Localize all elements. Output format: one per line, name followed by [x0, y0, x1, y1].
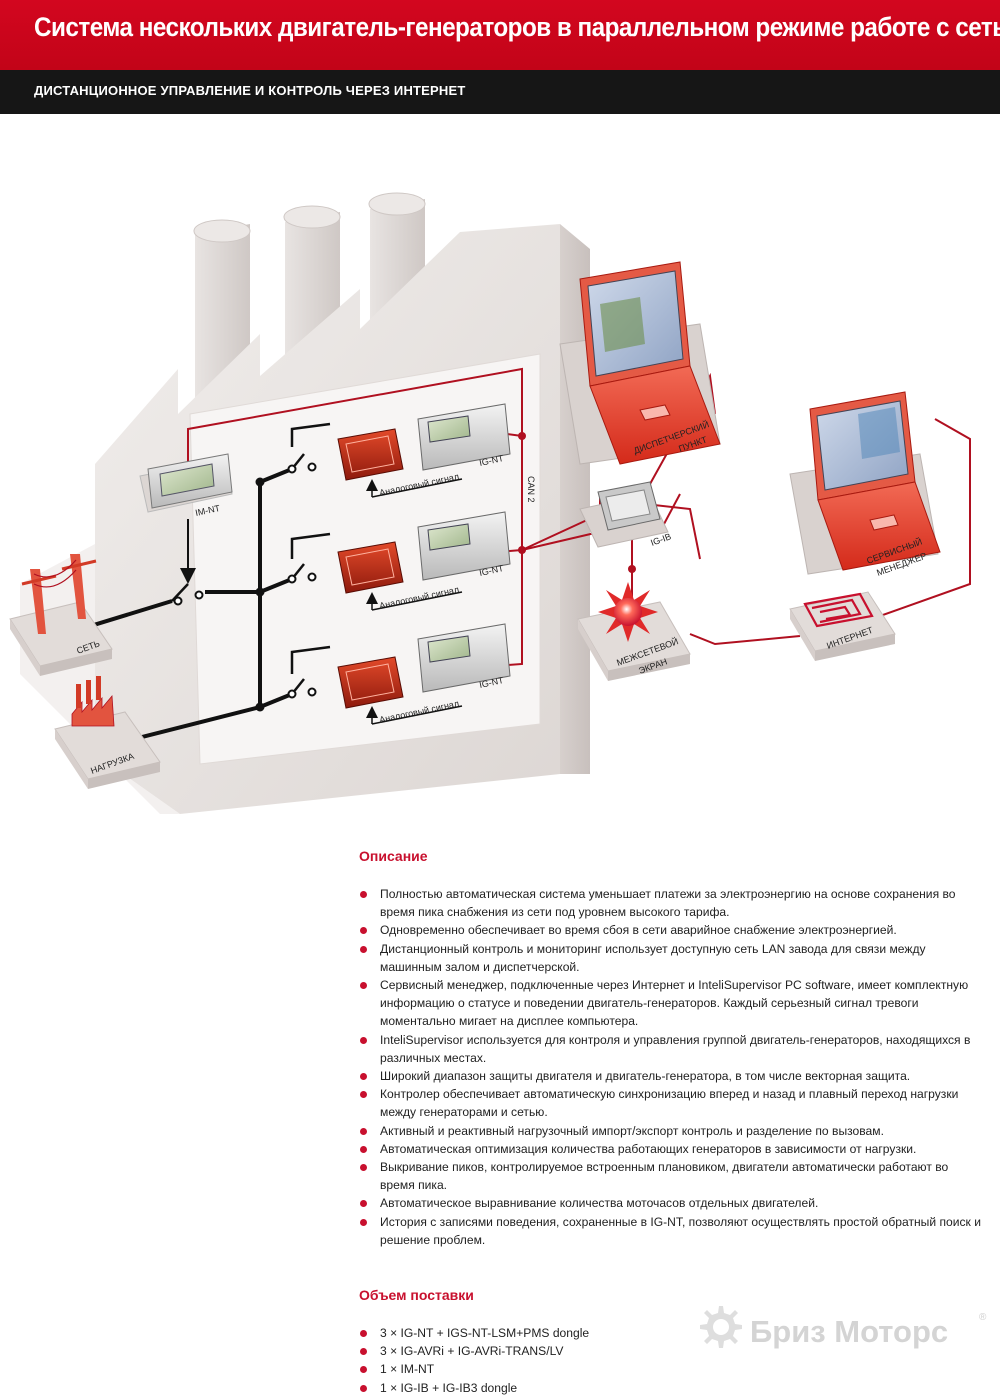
- list-item-text: 1 × IG-IB + IG-IB3 dongle: [380, 1380, 518, 1395]
- bullet-dot-icon: [360, 1366, 367, 1374]
- bullet-dot-icon: [360, 927, 367, 935]
- description-item: Контролер обеспечивает автоматическую си…: [359, 1085, 984, 1121]
- firewall: МЕЖСЕТЕВОЙ ЭКРАН: [577, 582, 691, 681]
- list-item-text: InteliSupervisor используется для контро…: [380, 1032, 971, 1065]
- generator-row-1: IG-NT Аналоговый сигнал: [337, 403, 511, 498]
- bullet-dot-icon: [360, 982, 367, 990]
- bullet-dot-icon: [360, 1330, 367, 1337]
- description-item: История с записями поведения, сохраненны…: [359, 1213, 984, 1249]
- internet-tile: ИНТЕРНЕТ: [789, 591, 896, 661]
- service-laptop: СЕРВИСНЫЙ МЕНЕДЖЕР: [789, 391, 941, 578]
- description-item: Сервисный менеджер, подключенные через И…: [359, 976, 984, 1031]
- bullet-dot-icon: [360, 1091, 367, 1099]
- gear-icon: [700, 1306, 742, 1348]
- system-diagram: IM-NT IG-NT Аналоговый сигнал IG-NT Анал…: [9, 192, 971, 814]
- bullet-dot-icon: [360, 1164, 367, 1172]
- supply-item: 3 × IG-AVRi + IG-AVRi-TRANS/LV: [359, 1342, 984, 1360]
- list-item-text: Контролер обеспечивает автоматическую си…: [380, 1087, 959, 1120]
- list-item-text: Выкривание пиков, контролируемое встроен…: [380, 1160, 949, 1193]
- description-list: Полностью автоматическая система уменьша…: [359, 885, 984, 1249]
- ig-ib-device: IG-IB: [579, 481, 672, 548]
- bullet-dot-icon: [360, 1036, 367, 1044]
- list-item-text: Полностью автоматическая система уменьша…: [380, 887, 956, 920]
- description-item: Активный и реактивный нагрузочный импорт…: [359, 1122, 984, 1140]
- description-item: Широкий диапазон защиты двигателя и двиг…: [359, 1067, 984, 1085]
- bullet-dot-icon: [360, 891, 367, 898]
- list-item-text: Дистанционный контроль и мониторинг испо…: [380, 941, 926, 974]
- description-item: Одновременно обеспечивает во время сбоя …: [359, 921, 984, 939]
- title-bar: Система нескольких двигатель-генераторов…: [0, 0, 1000, 70]
- list-item-text: 1 × IM-NT: [380, 1362, 435, 1377]
- description-item: InteliSupervisor используется для контро…: [359, 1031, 984, 1067]
- description-item: Полностью автоматическая система уменьша…: [359, 885, 984, 921]
- supply-list: 3 × IG-NT + IGS-NT-LSM+PMS dongle 3 × IG-…: [359, 1324, 984, 1397]
- supply-item: 1 × IM-NT: [359, 1360, 984, 1378]
- bullet-dot-icon: [360, 1145, 367, 1153]
- bullet-dot-icon: [360, 1218, 367, 1226]
- breaker-contacts: [173, 462, 317, 699]
- list-item-text: Сервисный менеджер, подключенные через И…: [380, 978, 969, 1029]
- bullet-dot-icon: [360, 1073, 367, 1081]
- watermark-text: Бриз Моторс: [750, 1314, 949, 1349]
- im-nt-controller: IM-NT: [139, 453, 233, 518]
- generator-row-3: IG-NT Аналоговый сигнал: [337, 623, 511, 725]
- description-item: Выкривание пиков, контролируемое встроен…: [359, 1158, 984, 1194]
- burst-icon: [598, 582, 658, 642]
- bullet-dot-icon: [360, 945, 367, 953]
- maze-icon: [803, 592, 874, 628]
- can2-label: CAN 2: [526, 476, 536, 503]
- list-item-text: Автоматическое выравнивание количества м…: [380, 1196, 819, 1211]
- watermark-registered: ®: [979, 1312, 987, 1323]
- list-item-text: Автоматическая оптимизация количества ра…: [380, 1141, 917, 1156]
- bullet-dot-icon: [360, 1200, 367, 1208]
- subtitle-bar: ДИСТАНЦИОННОЕ УПРАВЛЕНИЕ И КОНТРОЛЬ ЧЕРЕ…: [0, 70, 1000, 114]
- bullet-dot-icon: [360, 1384, 367, 1392]
- list-item-text: 3 × IG-NT + IGS-NT-LSM+PMS dongle: [380, 1326, 590, 1340]
- supply-title: Объем поставки: [359, 1287, 474, 1303]
- load-tile: НАГРУЗКА: [54, 676, 161, 789]
- dispatch-laptop: ДИСПЕТЧЕРСКИЙ ПУНКТ: [559, 261, 721, 465]
- bullet-dot-icon: [360, 1348, 367, 1356]
- supply-item: 1 × IG-IB + IG-IB3 dongle: [359, 1379, 984, 1397]
- watermark: Бриз Моторс ®: [692, 1290, 992, 1380]
- page-title: Система нескольких двигатель-генераторов…: [34, 12, 1000, 42]
- bus-nodes: [255, 477, 265, 712]
- description-item: Автоматическое выравнивание количества м…: [359, 1194, 984, 1212]
- list-item-text: История с записями поведения, сохраненны…: [380, 1214, 981, 1247]
- list-item-text: Широкий диапазон защиты двигателя и двиг…: [380, 1069, 911, 1084]
- description-title: Описание: [359, 848, 428, 864]
- grid-tile: СЕТЬ: [9, 554, 113, 676]
- list-item-text: Активный и реактивный нагрузочный импорт…: [380, 1123, 884, 1138]
- supply-item: 3 × IG-NT + IGS-NT-LSM+PMS dongle: [359, 1324, 984, 1342]
- description-item: Автоматическая оптимизация количества ра…: [359, 1140, 984, 1158]
- list-item-text: 3 × IG-AVRi + IG-AVRi-TRANS/LV: [380, 1344, 564, 1359]
- list-item-text: Одновременно обеспечивает во время сбоя …: [380, 923, 897, 938]
- bullet-dot-icon: [360, 1127, 367, 1135]
- description-item: Дистанционный контроль и мониторинг испо…: [359, 940, 984, 976]
- page-subtitle: ДИСТАНЦИОННОЕ УПРАВЛЕНИЕ И КОНТРОЛЬ ЧЕРЕ…: [34, 83, 466, 98]
